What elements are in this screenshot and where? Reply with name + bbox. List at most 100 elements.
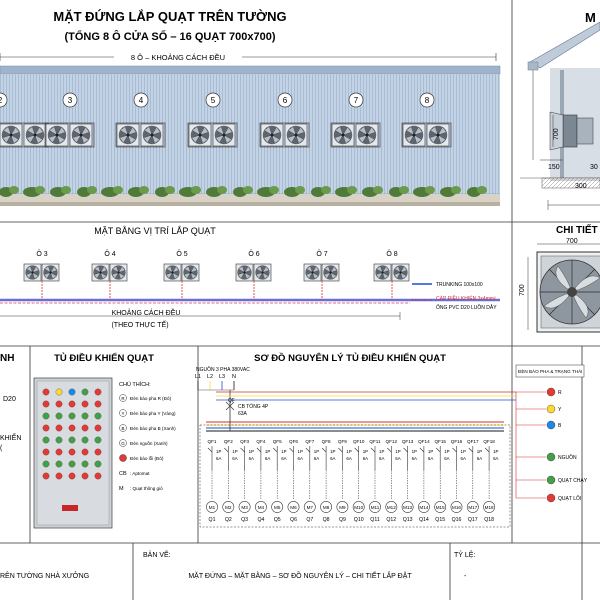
motor-label: M16: [452, 505, 461, 510]
note-symbol: [119, 394, 127, 402]
breaker-symbol: [370, 446, 376, 470]
elevation-window: 8: [401, 92, 452, 148]
motor-symbol: [287, 501, 300, 513]
breaker-poles: 1P: [346, 449, 351, 454]
cabinet-lamp: [42, 448, 50, 456]
cabinet-lamp: [94, 400, 102, 408]
elevation-windows: 2345678: [0, 92, 452, 148]
cabinet-lamp: [68, 412, 76, 420]
indicator-lamp: [546, 387, 556, 397]
fan-unit: [116, 123, 140, 147]
fan-label: Q7: [306, 517, 313, 523]
cabinet-lamp: [94, 472, 102, 480]
fan-label: Q12: [386, 517, 396, 523]
note-symbol: [119, 424, 127, 432]
fan-label: Q9: [339, 517, 346, 523]
cabinet-lamp: [55, 424, 63, 432]
fan-unit: [41, 263, 60, 282]
plan-window: Ô 3: [23, 249, 60, 300]
breaker-tag: QF16: [451, 439, 463, 444]
breaker-current: 6A: [412, 456, 417, 461]
elevation-shrubs: [0, 186, 487, 197]
window-number: 3: [68, 96, 73, 105]
title-block: RÊN TƯỜNG NHÀ XƯỞNG BẢN VẼ: MẶT ĐỨNG – M…: [0, 550, 475, 580]
shrub: [61, 186, 71, 194]
left-line-3: (: [0, 445, 3, 452]
motor-symbol: [254, 501, 267, 513]
fan-label: Q15: [435, 517, 445, 523]
elevation-subtitle: (TỔNG 8 Ô CỬA SỔ – 16 QUẠT 700x700): [64, 30, 275, 43]
cabinet-lamp: [68, 388, 76, 396]
shrub: [139, 186, 149, 194]
shrub: [191, 186, 201, 194]
cabinet-lamp: [94, 412, 102, 420]
fan-label: Q3: [241, 517, 248, 523]
breaker-symbol: [321, 446, 327, 470]
motor-label: M7: [307, 505, 314, 510]
motor-label: M5: [274, 505, 281, 510]
breaker-symbol: [419, 446, 425, 470]
shrub: [477, 186, 487, 194]
breaker-tag: QF17: [467, 439, 479, 444]
spacing-dimension: 8 Ô – KHOẢNG CÁCH ĐỀU: [0, 51, 497, 63]
motor-label: M11: [371, 505, 380, 510]
plan-spacing-label: KHOẢNG CÁCH ĐỀU: [112, 307, 181, 317]
main-cb-symbol: [225, 401, 235, 411]
breaker-symbol: [224, 446, 229, 470]
footer-drawing-label: BẢN VẼ:: [143, 550, 171, 559]
shrub: [217, 186, 227, 194]
breaker-current: 6A: [395, 456, 400, 461]
fan-unit: [69, 123, 93, 147]
fan-label: Q16: [452, 517, 462, 523]
motor-label: M10: [354, 505, 363, 510]
breaker-poles: 1P: [477, 449, 482, 454]
window-number-badge: [62, 92, 78, 108]
fan-unit: [391, 263, 410, 282]
breaker-symbol: [272, 446, 278, 470]
motor-label: M13: [403, 505, 412, 510]
cabinet-lamp: [68, 424, 76, 432]
cabinet-lamp: [68, 436, 76, 444]
note-text: Đèn báo pha Y (Vàng): [130, 411, 176, 416]
shrub: [451, 186, 461, 194]
plan-window: Ô 5: [163, 249, 200, 300]
motor-symbol: [385, 501, 398, 513]
shrub: [269, 186, 279, 194]
left-heading: NH: [0, 353, 14, 364]
cabinet-lamp: [81, 412, 89, 420]
breaker-poles: 1P: [330, 449, 335, 454]
motor-symbol: [336, 501, 349, 513]
breaker-current: 6A: [379, 456, 384, 461]
fan-unit: [23, 123, 47, 147]
motor-symbol: [450, 501, 463, 513]
breaker-current: 6A: [216, 456, 221, 461]
indicator-lamp: [546, 404, 556, 414]
cabinet-lamp: [55, 388, 63, 396]
motor-label: M6: [290, 505, 297, 510]
note-symbol: [119, 409, 127, 417]
cabinet-lamp: [55, 436, 63, 444]
cabinet-title: TỦ ĐIỀU KHIỂN QUẠT: [54, 352, 154, 364]
note-symbol: [119, 454, 127, 462]
shrub: [321, 186, 331, 194]
breaker-poles: 1P: [281, 449, 286, 454]
left-partial-panel: NH D20 KHIỂN (: [0, 353, 21, 452]
plan-window-label: Ô 3: [36, 249, 47, 258]
breaker-tag: QF14: [418, 439, 430, 444]
breaker-current: 6A: [461, 456, 466, 461]
indicator-item: B: [516, 420, 562, 430]
legend-cable-line2: ỐNG PVC D20 LUỒN DÂY: [436, 304, 497, 311]
breaker-tag: QF15: [434, 439, 446, 444]
plan-spacing-note: (THEO THỰC TẾ): [111, 319, 168, 329]
detail-height: 700: [519, 284, 526, 296]
cabinet-lamp: [55, 448, 63, 456]
